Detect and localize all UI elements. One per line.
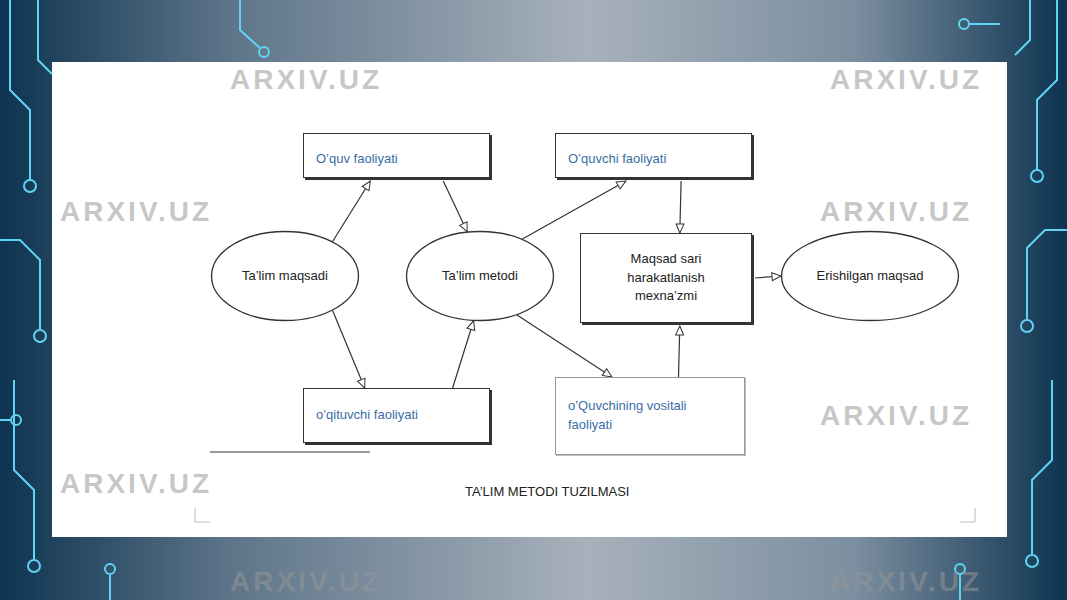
- node-label: Ta’lim maqsadi: [222, 267, 348, 286]
- arrow-connector: [333, 311, 365, 389]
- watermark: ARXIV.UZ: [230, 566, 382, 598]
- node-label: Ta’lim metodi: [417, 267, 543, 286]
- watermark: ARXIV.UZ: [830, 566, 982, 598]
- node-label: O’quvchi faoliyati: [556, 150, 751, 169]
- activity-box: o’qituvchi faoliyati: [303, 388, 490, 443]
- arrow-connector: [453, 321, 474, 388]
- watermark: ARXIV.UZ: [60, 196, 212, 228]
- node-label: o’Quvchining vositali faoliyati: [556, 397, 744, 435]
- node-label: O’quv faoliyati: [304, 150, 489, 169]
- activity-box: O’quvchi faoliyati: [555, 133, 752, 178]
- arrow-connector: [679, 326, 680, 377]
- activity-box: o’Quvchining vositali faoliyati: [555, 377, 745, 455]
- process-box: Maqsad sari harakatlanish mexna’zmi: [580, 233, 752, 323]
- activity-box: O’quv faoliyati: [303, 133, 490, 178]
- watermark: ARXIV.UZ: [820, 196, 972, 228]
- rule-line: [210, 452, 370, 453]
- watermark: ARXIV.UZ: [230, 64, 382, 96]
- corner-mark: [960, 508, 975, 522]
- arrow-connector: [517, 315, 612, 377]
- node-label: o’qituvchi faoliyati: [304, 406, 489, 425]
- watermark: ARXIV.UZ: [820, 400, 972, 432]
- goal-ellipse: Erishilgan maqsad: [780, 230, 960, 322]
- method-ellipse: Ta’lim metodi: [405, 230, 555, 322]
- caption: TA’LIM METODI TUZILMASI: [465, 484, 629, 499]
- arrow-connector: [333, 181, 371, 242]
- arrow-connector: [522, 181, 626, 239]
- watermark: ARXIV.UZ: [60, 468, 212, 500]
- watermark: ARXIV.UZ: [830, 64, 982, 96]
- arrow-connector: [443, 181, 467, 232]
- arrow-connector: [755, 276, 781, 278]
- corner-mark: [195, 508, 210, 522]
- goal-ellipse: Ta’lim maqsadi: [210, 230, 360, 322]
- node-label: Erishilgan maqsad: [792, 267, 948, 286]
- node-label: Maqsad sari harakatlanish mexna’zmi: [581, 250, 751, 307]
- arrow-connector: [680, 181, 681, 233]
